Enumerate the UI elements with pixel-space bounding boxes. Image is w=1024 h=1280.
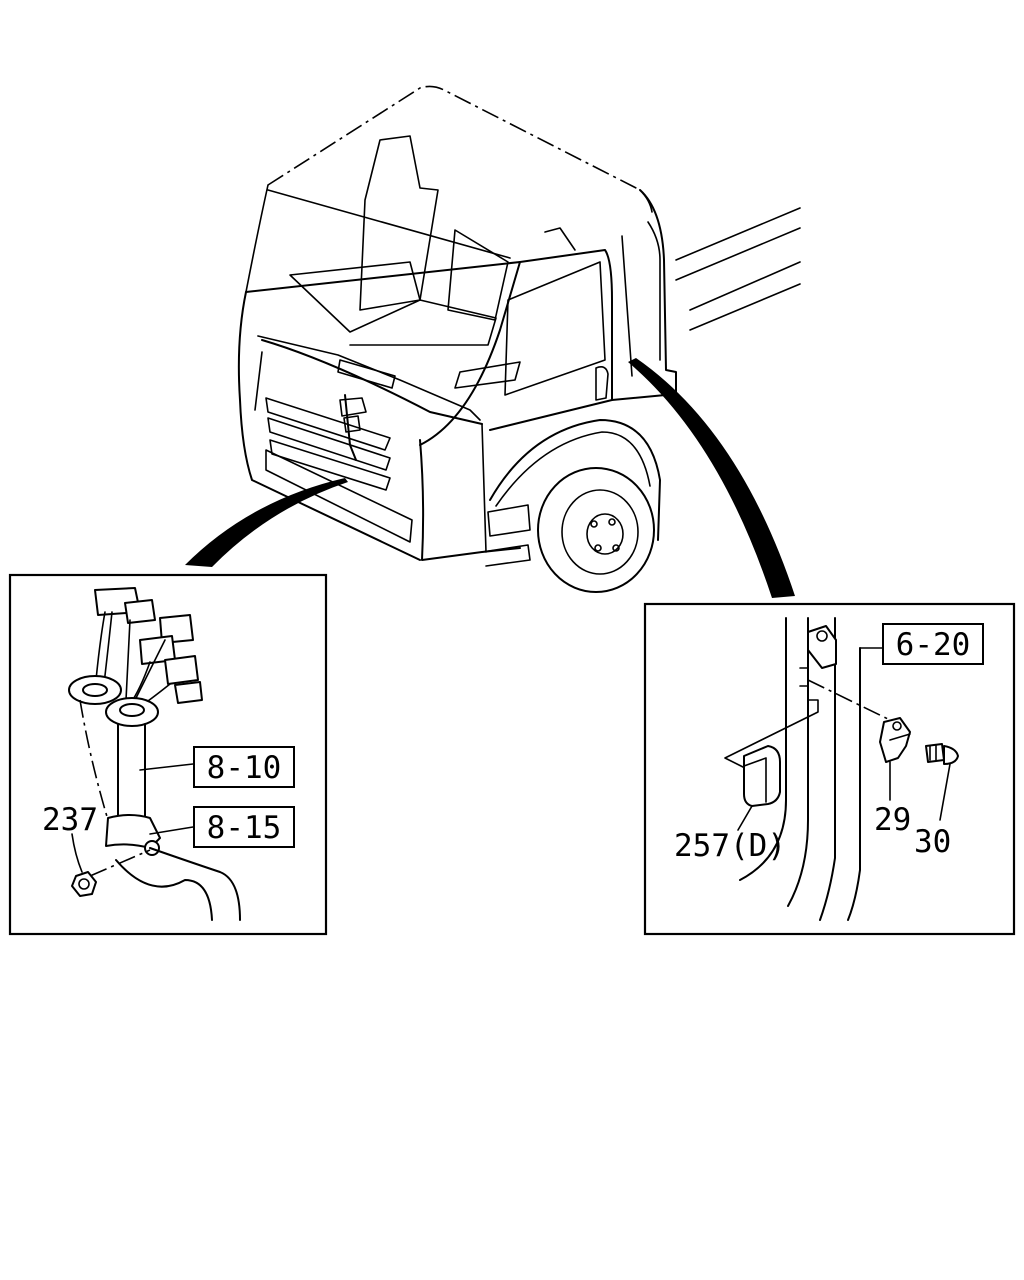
part-label-257d: 257(D) bbox=[674, 828, 786, 864]
connector-cluster bbox=[94, 587, 203, 709]
callout-8-15: 8-15 bbox=[193, 806, 295, 848]
callout-6-20: 6-20 bbox=[882, 623, 984, 665]
door-striker bbox=[807, 625, 837, 669]
callout-8-10-text: 8-10 bbox=[207, 750, 282, 786]
screw-part-30 bbox=[925, 743, 959, 765]
leader-arrow-left bbox=[185, 478, 348, 567]
leader-arrow-right bbox=[628, 358, 795, 598]
callout-8-10: 8-10 bbox=[193, 746, 295, 788]
door-pad-part-257d bbox=[743, 745, 781, 807]
nut-part-237 bbox=[71, 871, 97, 897]
part-label-29: 29 bbox=[874, 802, 911, 838]
callout-8-15-text: 8-15 bbox=[207, 810, 282, 846]
part-label-30: 30 bbox=[914, 824, 951, 860]
truck-cab-illustration bbox=[237, 85, 801, 593]
door-switch-part-29 bbox=[879, 717, 911, 763]
part-label-237: 237 bbox=[42, 802, 98, 838]
callout-6-20-text: 6-20 bbox=[896, 627, 971, 663]
